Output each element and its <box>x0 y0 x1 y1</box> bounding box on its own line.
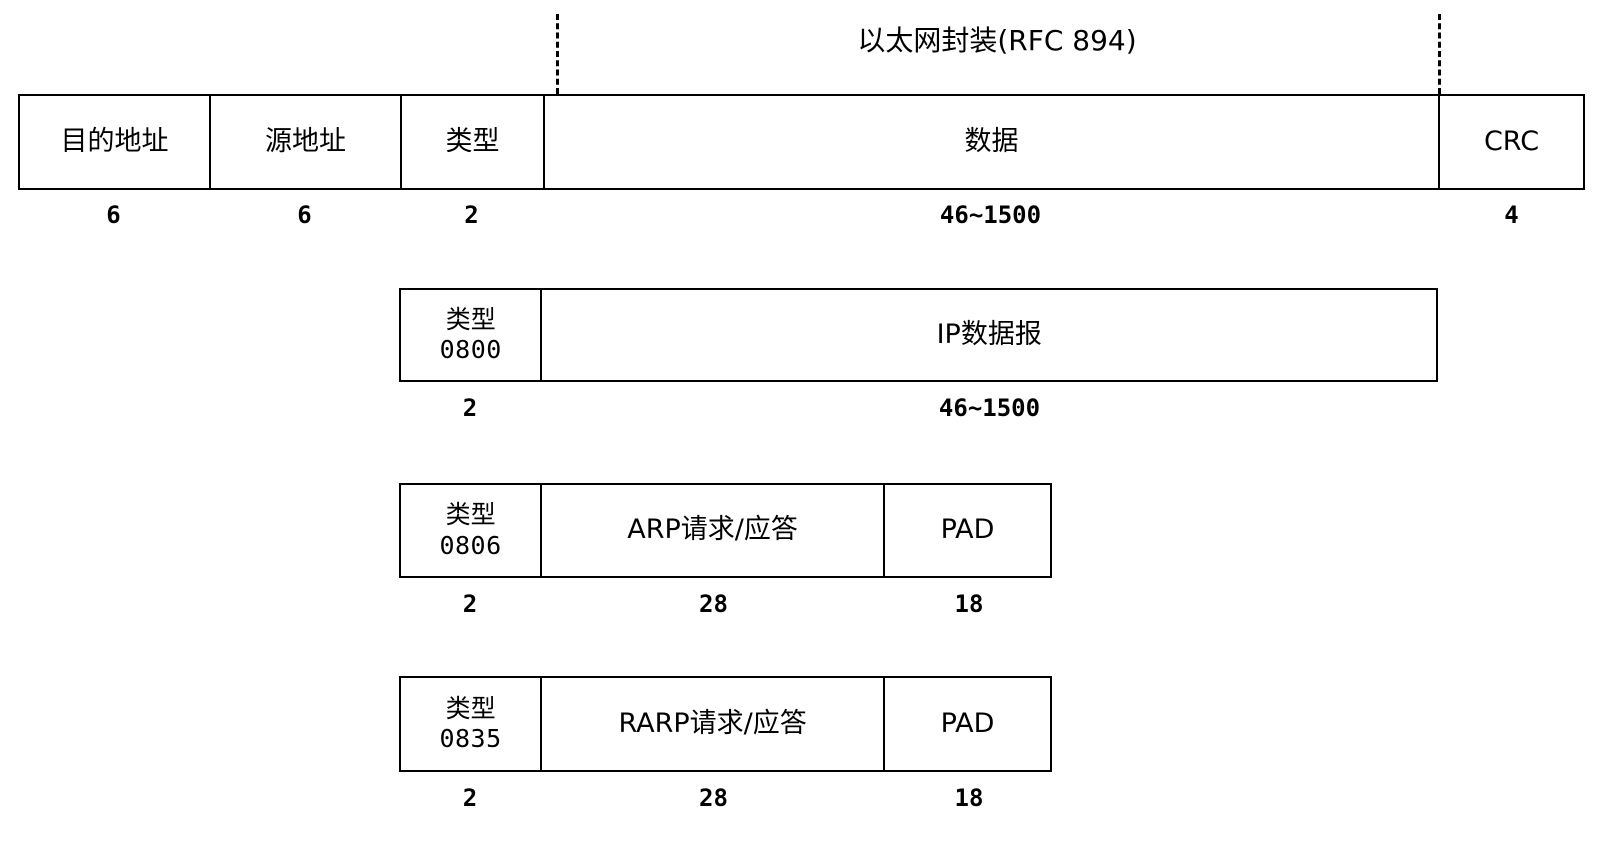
cell-label: 目的地址 <box>60 125 169 157</box>
arp-frame: 类型 0806 ARP请求/应答 PAD <box>399 483 1052 578</box>
cell-type-0806: 类型 0806 <box>401 485 543 576</box>
size-label-type: 2 <box>464 201 479 229</box>
cell-label: 类型 <box>445 304 496 334</box>
size-label-type-0835: 2 <box>462 784 478 812</box>
ethernet-frame: 目的地址 源地址 类型 数据 CRC <box>18 94 1585 190</box>
cell-crc: CRC <box>1440 96 1583 188</box>
section-title: 以太网封装(RFC 894) <box>857 24 1137 57</box>
size-label-crc: 4 <box>1504 201 1519 229</box>
size-label-source-address: 6 <box>297 201 312 229</box>
size-label-destination-address: 6 <box>106 201 121 229</box>
size-label-arp-request-reply: 28 <box>699 590 728 618</box>
cell-destination-address: 目的地址 <box>20 96 211 188</box>
cell-arp-pad: PAD <box>885 485 1050 576</box>
cell-label: RARP请求/应答 <box>618 707 807 739</box>
cell-label: PAD <box>940 707 995 739</box>
cell-ip-datagram: IP数据报 <box>542 290 1436 380</box>
cell-type-code: 0800 <box>439 335 502 364</box>
size-label-ip-datagram: 46~1500 <box>938 394 1041 422</box>
cell-label: 类型 <box>445 500 496 529</box>
size-label-type-0800: 2 <box>462 394 478 422</box>
size-label-rarp-pad: 18 <box>954 784 984 812</box>
cell-arp-request-reply: ARP请求/应答 <box>542 485 886 576</box>
size-label-type-0806: 2 <box>462 590 478 618</box>
cell-label: 类型 <box>445 125 500 157</box>
cell-type: 类型 <box>402 96 545 188</box>
size-label-arp-pad: 18 <box>954 590 984 618</box>
cell-type-0800: 类型 0800 <box>401 290 543 380</box>
cell-data: 数据 <box>545 96 1440 188</box>
cell-label: CRC <box>1483 125 1540 157</box>
size-label-rarp-request-reply: 28 <box>699 784 728 812</box>
ip-datagram-frame: 类型 0800 IP数据报 <box>399 288 1438 382</box>
cell-type-0835: 类型 0835 <box>401 678 543 770</box>
cell-label: 源地址 <box>265 125 346 157</box>
dashed-leader-left <box>556 14 559 94</box>
cell-label: 类型 <box>445 693 496 723</box>
cell-type-code: 0806 <box>439 530 502 560</box>
rarp-frame: 类型 0835 RARP请求/应答 PAD <box>399 676 1052 772</box>
cell-label: 数据 <box>964 125 1019 157</box>
cell-label: IP数据报 <box>936 318 1042 350</box>
cell-rarp-pad: PAD <box>885 678 1050 770</box>
cell-type-code: 0835 <box>439 724 502 753</box>
dashed-leader-right <box>1438 14 1441 94</box>
cell-label: PAD <box>940 514 995 546</box>
size-label-data: 46~1500 <box>939 201 1042 229</box>
cell-rarp-request-reply: RARP请求/应答 <box>542 678 886 770</box>
cell-source-address: 源地址 <box>211 96 402 188</box>
cell-label: ARP请求/应答 <box>627 514 798 546</box>
